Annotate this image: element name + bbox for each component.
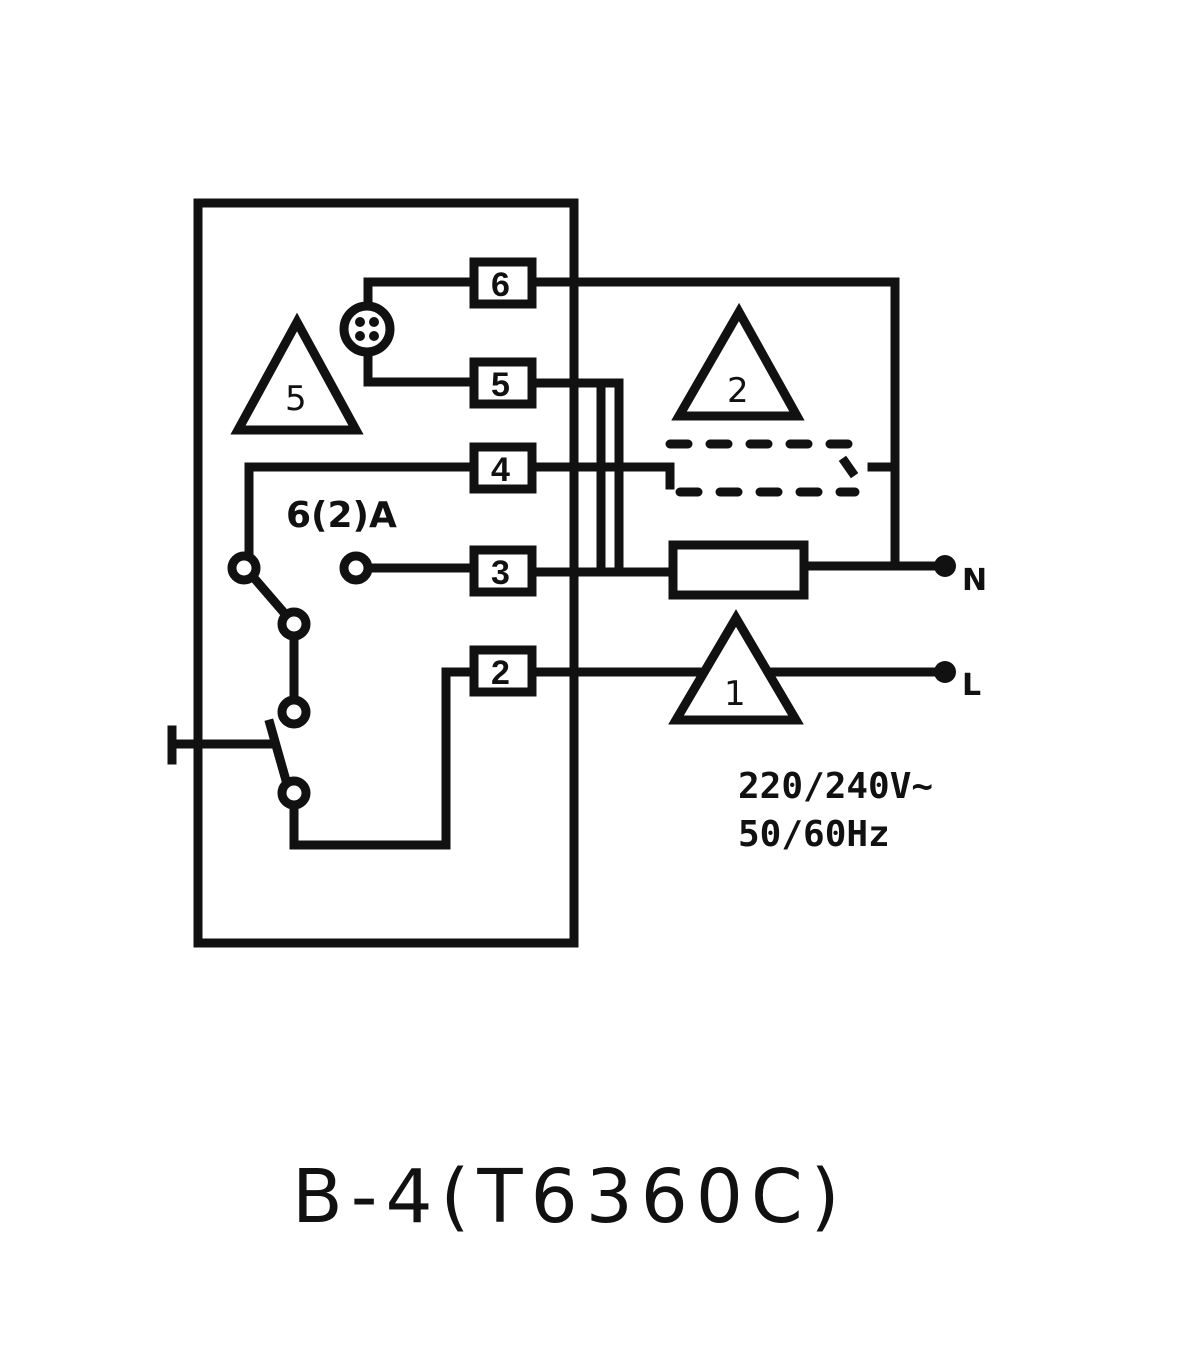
terminal-6: 6 [469,257,537,309]
svg-text:1: 1 [724,674,746,714]
warning-triangle-5-icon: 5 [230,312,364,435]
svg-text:2: 2 [491,654,510,692]
terminal-2: 2 [469,645,537,697]
neutral-label: N [962,563,987,598]
supply-voltage-label: 220/240V~ [738,766,933,807]
warning-triangle-2-icon: 2 [671,302,805,421]
live-label: L [962,668,981,703]
supply-frequency-label: 50/60Hz [738,814,890,855]
svg-text:5: 5 [491,366,510,404]
switch-rating-label: 6(2)A [286,495,397,536]
terminal-5: 5 [469,357,537,409]
svg-text:5: 5 [285,379,307,419]
svg-text:4: 4 [491,451,510,489]
warning-triangle-1-icon: 1 [668,609,804,725]
neutral-terminal-dot [934,555,956,577]
terminal-4: 4 [469,442,537,494]
svg-text:6: 6 [491,266,510,304]
indicator-lamp-icon [339,277,479,387]
limiter-element [665,439,900,497]
heating-element [668,540,809,600]
terminal-3: 3 [469,545,537,597]
live-terminal-dot [934,661,956,683]
svg-text:3: 3 [491,554,510,592]
diagram-caption: B-4(T6360C) [292,1154,848,1240]
svg-text:2: 2 [727,371,749,411]
selector-switch [167,462,479,850]
